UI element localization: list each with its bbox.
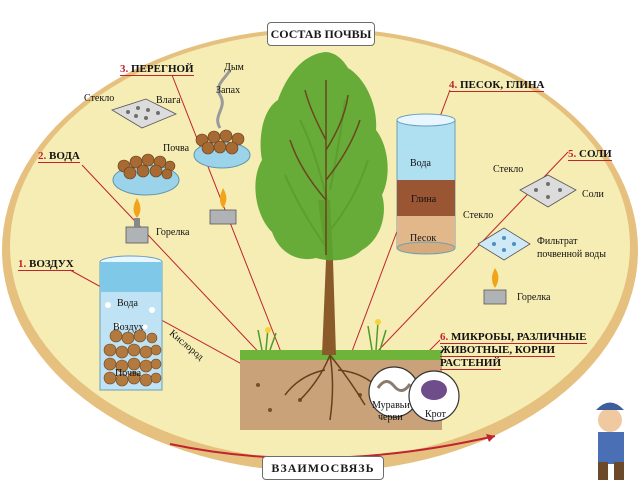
moisture-label: Влага bbox=[156, 95, 181, 106]
section-number: 2. bbox=[38, 150, 47, 162]
air-jar-soil-label: Почва bbox=[115, 368, 142, 379]
glass-label-left: Стекло bbox=[84, 93, 115, 104]
section-name: ВОДА bbox=[49, 150, 80, 162]
sand-jar-water-label: Вода bbox=[410, 158, 431, 169]
section-name: СОЛИ bbox=[579, 148, 612, 160]
section-salts-header: 5. СОЛИ bbox=[568, 148, 612, 161]
air-jar-air-label: Воздух bbox=[113, 322, 144, 333]
line-water bbox=[81, 164, 286, 381]
humus-soil-label: Почва bbox=[163, 143, 190, 154]
humus-glass bbox=[111, 98, 177, 129]
section-name: ПЕРЕГНОЙ bbox=[131, 63, 194, 75]
mole-badge bbox=[408, 370, 460, 422]
water-burner bbox=[125, 198, 149, 244]
water-bowl bbox=[112, 153, 180, 196]
section-number: 4. bbox=[449, 79, 458, 91]
section-air-header: 1. ВОЗДУХ bbox=[18, 258, 74, 271]
air-jar bbox=[99, 255, 163, 391]
water-burner-label: Горелка bbox=[156, 227, 190, 238]
section-number: 3. bbox=[120, 63, 129, 75]
page-title: СОСТАВ ПОЧВЫ bbox=[267, 22, 375, 46]
interrelation-label: ВЗАИМОСВЯЗЬ bbox=[262, 456, 384, 480]
humus-bowl bbox=[193, 69, 251, 225]
tree-crown bbox=[255, 52, 388, 261]
section-name-line3: РАСТЕНИЙ bbox=[440, 357, 501, 370]
section-name-line2: ЖИВОТНЫЕ, КОРНИ bbox=[440, 344, 555, 357]
section-number: 5. bbox=[568, 148, 577, 160]
worms-label-line1: Муравьи bbox=[372, 400, 410, 411]
salt-glass-filtrate bbox=[477, 227, 531, 261]
section-microbes-header: 6. МИКРОБЫ, РАЗЛИЧНЫЕ ЖИВОТНЫЕ, КОРНИ РА… bbox=[440, 331, 587, 370]
sand-label: Песок bbox=[410, 233, 437, 244]
bottom-arrowhead bbox=[486, 434, 495, 442]
filtrate-label-line2: почвенной воды bbox=[537, 249, 606, 260]
worms-badge bbox=[368, 366, 420, 418]
air-jar-water-label: Вода bbox=[117, 298, 138, 309]
salts-label: Соли bbox=[582, 189, 604, 200]
mole-label: Крот bbox=[425, 409, 446, 420]
section-water-header: 2. ВОДА bbox=[38, 150, 80, 163]
section-name-line1: МИКРОБЫ, РАЗЛИЧНЫЕ bbox=[451, 331, 587, 343]
section-number: 6. bbox=[440, 331, 449, 343]
salt-glass-mid-label: Стекло bbox=[463, 210, 494, 221]
section-sand-clay-header: 4. ПЕСОК, ГЛИНА bbox=[449, 79, 545, 92]
section-number: 1. bbox=[18, 258, 27, 270]
salt-burner-label: Горелка bbox=[517, 292, 551, 303]
section-name: ПЕСОК, ГЛИНА bbox=[460, 79, 545, 91]
sand-clay-jar bbox=[396, 113, 456, 255]
smoke-label: Дым bbox=[224, 62, 244, 73]
section-name: ВОЗДУХ bbox=[29, 258, 74, 270]
filtrate-label-line1: Фильтрат bbox=[537, 236, 578, 247]
section-humus-header: 3. ПЕРЕГНОЙ bbox=[120, 63, 194, 76]
soil-grass-strip bbox=[240, 350, 442, 360]
boy-figure bbox=[596, 402, 624, 480]
salt-glass-top-label: Стекло bbox=[493, 164, 524, 175]
clay-label: Глина bbox=[411, 194, 437, 205]
salt-glass-top bbox=[519, 174, 577, 208]
smell-label: Запах bbox=[216, 85, 241, 96]
worms-label-line2: черви bbox=[378, 412, 403, 423]
salt-burner bbox=[483, 268, 507, 305]
